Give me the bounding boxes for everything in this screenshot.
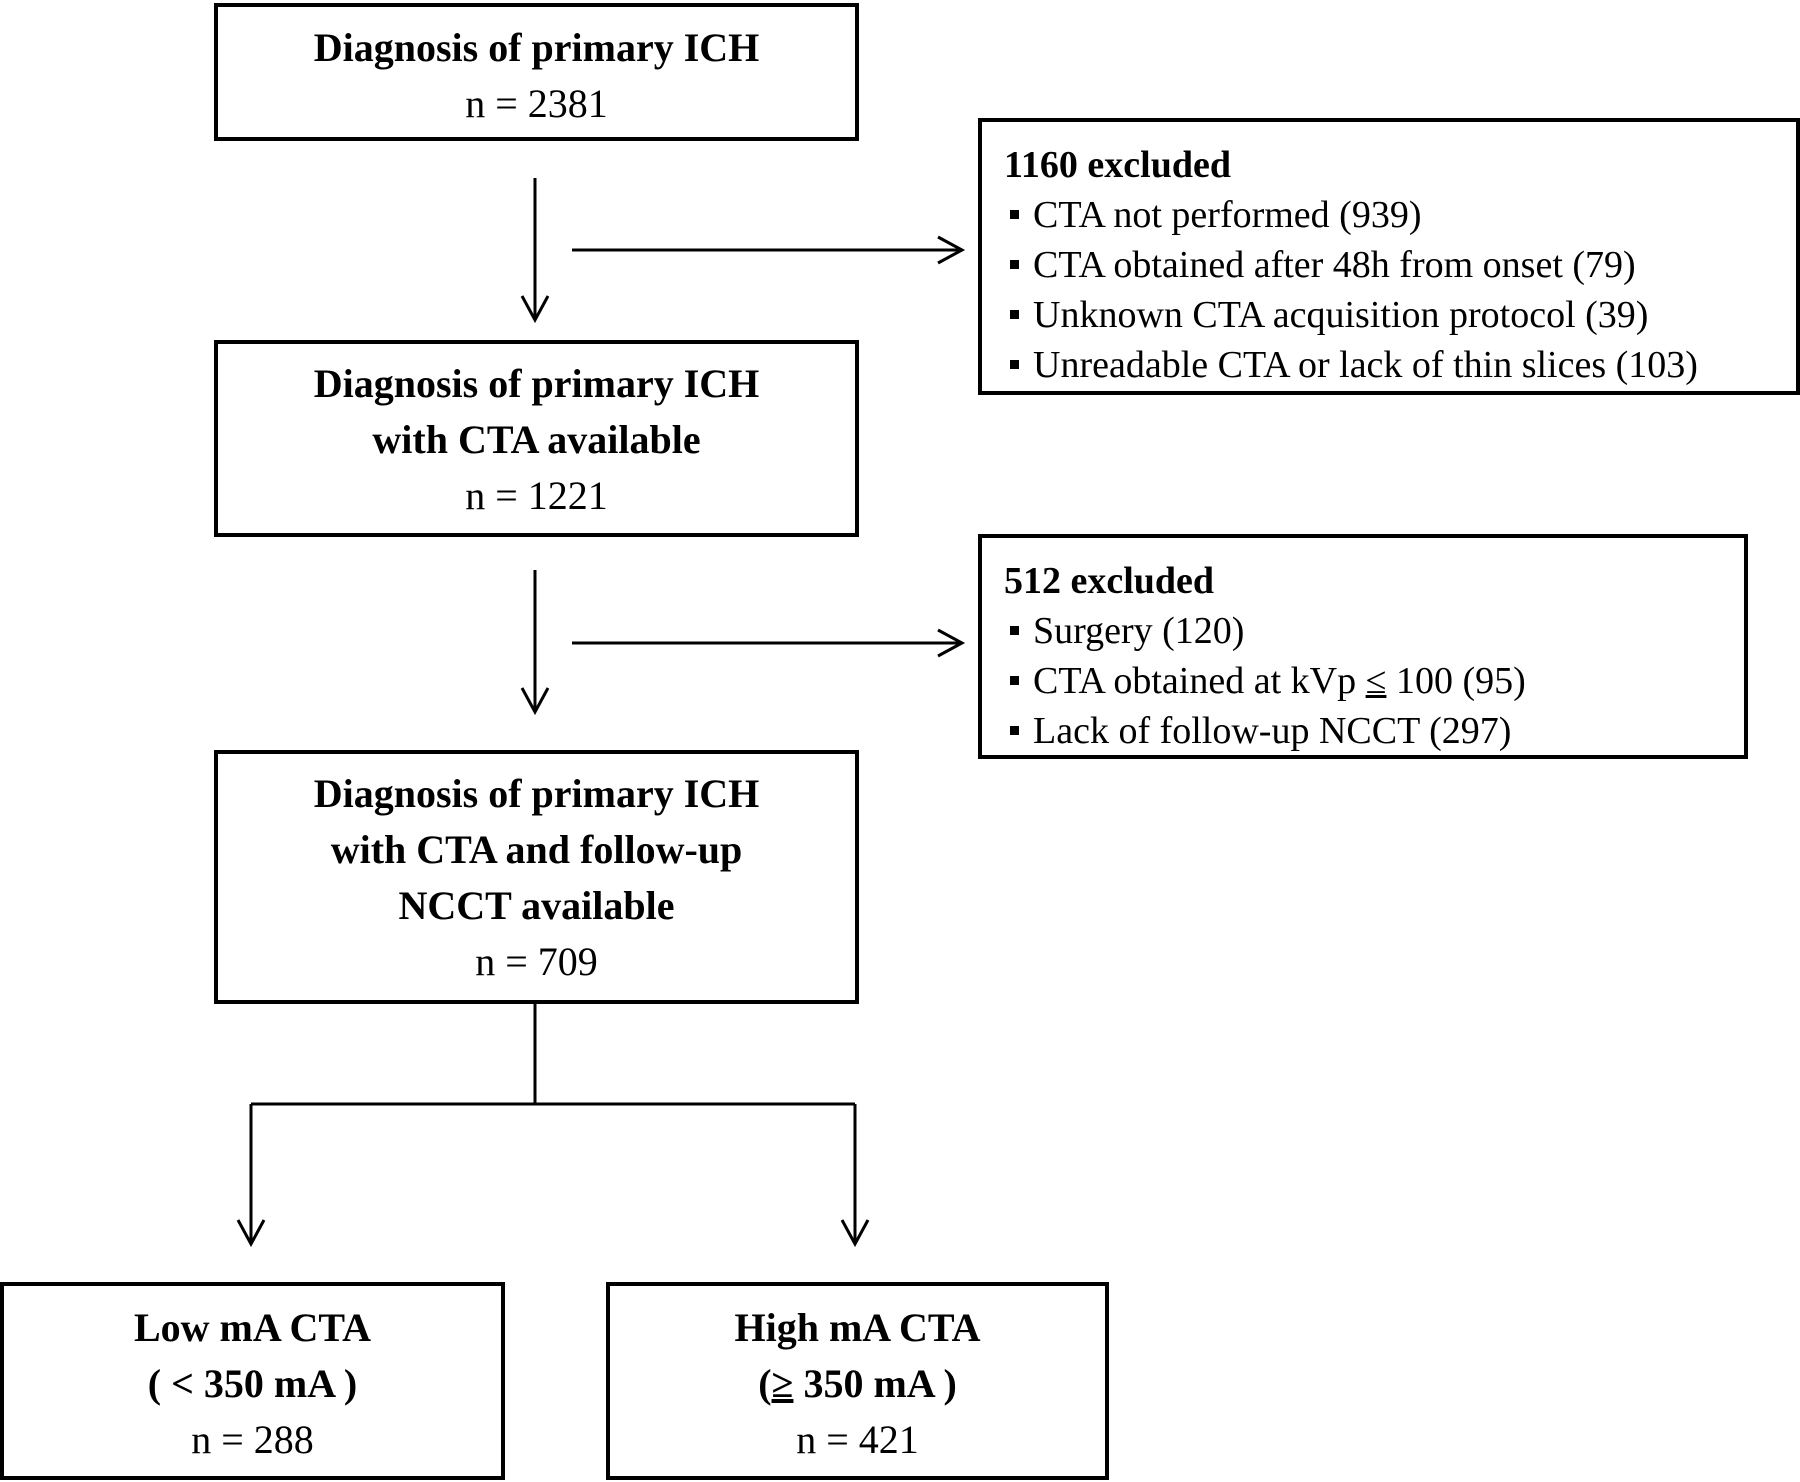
box-high-count: n = 421: [796, 1417, 919, 1462]
geq-symbol: ≥: [771, 1361, 794, 1406]
exclusion-box-first: 1160 excluded CTA not performed (939) CT…: [978, 118, 1800, 395]
exclusion-first-item: Unknown CTA acquisition protocol (39): [1004, 290, 1796, 340]
box-final-title-line2: with CTA and follow-up: [330, 827, 743, 872]
bullet-icon: [1010, 309, 1019, 319]
box-initial-count: n = 2381: [465, 81, 608, 126]
box-high-ma: High mA CTA (≥ 350 mA ) n = 421: [606, 1282, 1109, 1480]
box-initial: Diagnosis of primary ICH n = 2381: [214, 3, 859, 141]
bullet-icon: [1010, 259, 1019, 269]
exclusion-first-item: CTA obtained after 48h from onset (79): [1004, 240, 1796, 290]
box-final-title-line3: NCCT available: [398, 883, 675, 928]
box-final-cohort: Diagnosis of primary ICH with CTA and fo…: [214, 750, 859, 1004]
exclusion-second-item-kvp: CTA obtained at kVp ≤ 100 (95): [1004, 656, 1744, 706]
exclusion-first-item: Unreadable CTA or lack of thin slices (1…: [1004, 340, 1796, 390]
exclusion-second-item: Surgery (120): [1004, 606, 1744, 656]
box-cta-title-line2: with CTA available: [372, 417, 701, 462]
box-final-count: n = 709: [475, 939, 598, 984]
exclusion-second-item: Lack of follow-up NCCT (297): [1004, 706, 1744, 756]
box-low-title-line1: Low mA CTA: [133, 1305, 372, 1350]
box-final-title-line1: Diagnosis of primary ICH: [313, 771, 760, 816]
exclusion-box-second: 512 excluded Surgery (120) CTA obtained …: [978, 534, 1748, 759]
box-initial-title: Diagnosis of primary ICH: [313, 25, 760, 70]
bullet-icon: [1010, 625, 1019, 635]
box-low-title-line2: ( < 350 mA ): [147, 1361, 358, 1406]
box-cta-count: n = 1221: [465, 473, 608, 518]
box-low-ma: Low mA CTA ( < 350 mA ) n = 288: [0, 1282, 505, 1480]
box-cta-available: Diagnosis of primary ICH with CTA availa…: [214, 340, 859, 537]
box-cta-title-line1: Diagnosis of primary ICH: [313, 361, 760, 406]
box-high-title-line1: High mA CTA: [734, 1305, 981, 1350]
exclusion-first-item: CTA not performed (939): [1004, 190, 1796, 240]
bullet-icon: [1010, 209, 1019, 219]
bullet-icon: [1010, 725, 1019, 735]
bullet-icon: [1010, 359, 1019, 369]
exclusion-first-header: 1160 excluded: [1004, 144, 1231, 186]
box-low-count: n = 288: [191, 1417, 314, 1462]
bullet-icon: [1010, 675, 1019, 685]
exclusion-second-header: 512 excluded: [1004, 560, 1215, 602]
leq-symbol: ≤: [1365, 660, 1387, 702]
box-high-title-line2: (≥ 350 mA ): [758, 1361, 957, 1406]
